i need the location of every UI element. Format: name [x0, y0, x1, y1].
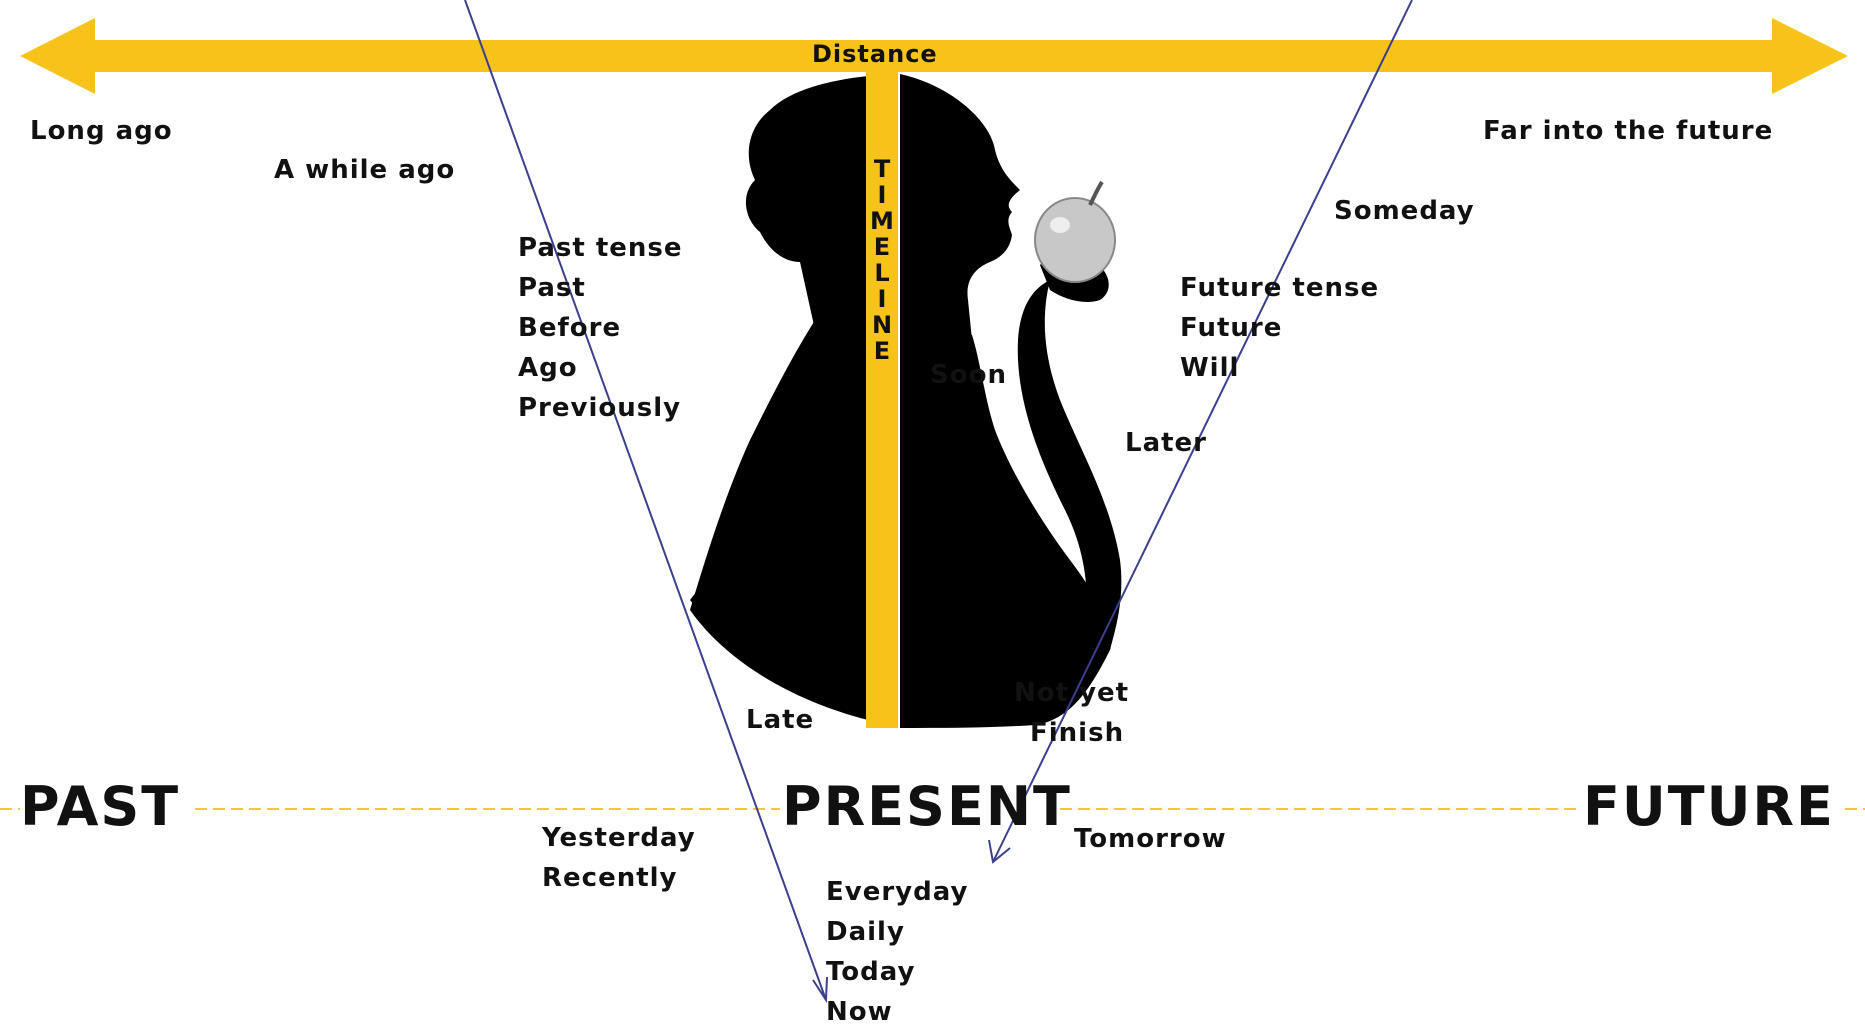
- soon-label: Soon: [930, 362, 1007, 388]
- past-label: Past: [518, 268, 683, 308]
- apple-icon: [1035, 182, 1115, 282]
- future-heading: FUTURE: [1583, 780, 1835, 834]
- previously-label: Previously: [518, 388, 683, 428]
- present-words-group: Everyday Daily Today Now: [826, 872, 968, 1032]
- past-words-group: Past tense Past Before Ago Previously: [518, 228, 683, 428]
- future-tense-label: Future tense: [1180, 268, 1379, 308]
- past-tense-label: Past tense: [518, 228, 683, 268]
- someday-label: Someday: [1334, 198, 1475, 224]
- future-label: Future: [1180, 308, 1379, 348]
- yesterday-group: Yesterday Recently: [542, 818, 696, 898]
- far-future-label: Far into the future: [1483, 118, 1773, 144]
- not-yet-label: Not yet: [1014, 673, 1129, 713]
- now-label: Now: [826, 992, 968, 1032]
- recently-label: Recently: [542, 858, 696, 898]
- woman-silhouette-icon: [690, 74, 1121, 728]
- will-label: Will: [1180, 348, 1379, 388]
- daily-label: Daily: [826, 912, 968, 952]
- everyday-label: Everyday: [826, 872, 968, 912]
- a-while-ago-label: A while ago: [274, 157, 455, 183]
- present-heading: PRESENT: [782, 780, 1072, 834]
- late-label: Late: [746, 707, 814, 733]
- long-ago-label: Long ago: [30, 118, 173, 144]
- today-label: Today: [826, 952, 968, 992]
- finish-label: Finish: [1014, 713, 1129, 753]
- before-label: Before: [518, 308, 683, 348]
- timeline-vertical-label: T I M E L I N E: [866, 156, 898, 364]
- future-words-group: Future tense Future Will: [1180, 268, 1379, 388]
- ago-label: Ago: [518, 348, 683, 388]
- yesterday-label: Yesterday: [542, 818, 696, 858]
- distance-label: Distance: [812, 42, 938, 66]
- not-yet-group: Not yet Finish: [1014, 673, 1129, 753]
- past-heading: PAST: [20, 780, 180, 834]
- tomorrow-label: Tomorrow: [1074, 826, 1227, 852]
- later-label: Later: [1125, 430, 1207, 456]
